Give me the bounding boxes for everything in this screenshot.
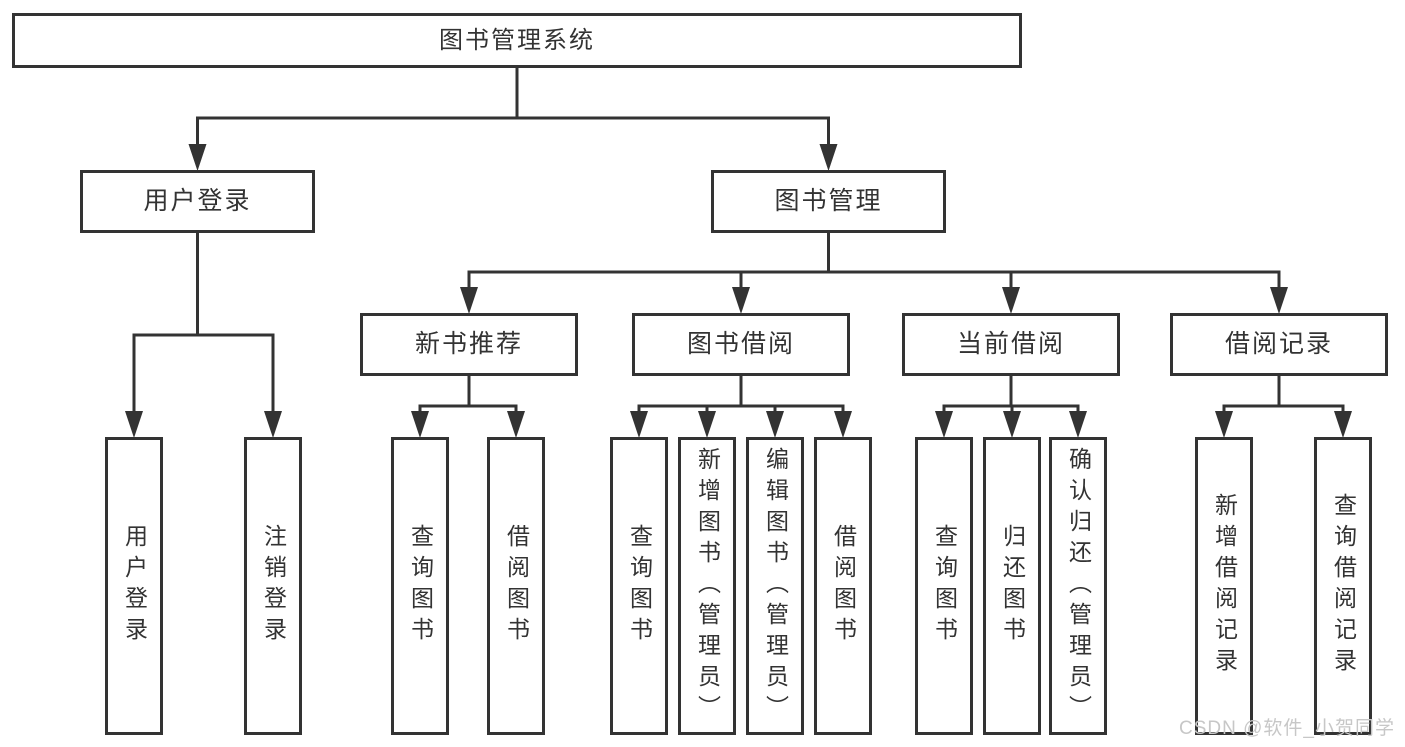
- node-rec-query-books: 查询图书: [391, 437, 449, 735]
- node-label-borrow-edit-books: 编辑图书（管理员）: [762, 446, 789, 726]
- node-new-book-rec: 新书推荐: [360, 313, 578, 376]
- connector-book-borrow: [630, 374, 852, 438]
- watermark-text: CSDN @软件_小贺同学: [1179, 718, 1395, 739]
- node-label-borrow-records: 借阅记录: [1224, 330, 1333, 358]
- node-label-current-borrow: 当前借阅: [956, 330, 1065, 358]
- node-label-current-query-books: 查询图书: [931, 524, 958, 648]
- arrowhead-down-icon: [264, 411, 282, 438]
- node-rec-borrow-books: 借阅图书: [487, 437, 545, 735]
- node-label-login: 用户登录: [121, 524, 148, 648]
- arrowhead-down-icon: [766, 411, 784, 438]
- arrowhead-down-icon: [1215, 411, 1233, 438]
- node-current-query-books: 查询图书: [915, 437, 973, 735]
- node-label-logout: 注销登录: [260, 524, 287, 648]
- node-label-rec-borrow-books: 借阅图书: [503, 524, 530, 648]
- node-current-confirm-return: 确认归还（管理员）: [1049, 437, 1107, 735]
- arrowhead-down-icon: [732, 287, 750, 314]
- connector-book-mgmt: [460, 231, 1288, 314]
- node-label-current-confirm-return: 确认归还（管理员）: [1065, 446, 1092, 726]
- node-label-current-return-books: 归还图书: [999, 524, 1026, 648]
- node-label-user-login: 用户登录: [143, 187, 252, 215]
- node-borrow-edit-books: 编辑图书（管理员）: [746, 437, 804, 735]
- arrowhead-down-icon: [834, 411, 852, 438]
- node-label-records-add-record: 新增借阅记录: [1211, 493, 1238, 679]
- arrowhead-down-icon: [188, 144, 207, 171]
- connector-borrow-records: [1215, 374, 1352, 438]
- arrowhead-down-icon: [411, 411, 429, 438]
- node-book-borrow: 图书借阅: [632, 313, 850, 376]
- arrowhead-down-icon: [125, 411, 143, 438]
- connector-user-login: [125, 231, 282, 438]
- node-label-records-query-record: 查询借阅记录: [1330, 493, 1357, 679]
- node-label-new-book-rec: 新书推荐: [414, 330, 523, 358]
- node-borrow-records: 借阅记录: [1170, 313, 1388, 376]
- arrowhead-down-icon: [1270, 287, 1288, 314]
- node-label-book-borrow: 图书借阅: [686, 330, 795, 358]
- node-borrow-borrow-books: 借阅图书: [814, 437, 872, 735]
- node-label-root: 图书管理系统: [439, 26, 595, 54]
- arrowhead-down-icon: [819, 144, 838, 171]
- node-current-return-books: 归还图书: [983, 437, 1041, 735]
- connector-current-borrow: [935, 374, 1087, 438]
- arrowhead-down-icon: [698, 411, 716, 438]
- node-book-mgmt: 图书管理: [711, 170, 946, 233]
- connector-new-book-rec: [411, 374, 525, 438]
- node-borrow-query-books: 查询图书: [610, 437, 668, 735]
- arrowhead-down-icon: [935, 411, 953, 438]
- node-label-borrow-borrow-books: 借阅图书: [830, 524, 857, 648]
- arrowhead-down-icon: [630, 411, 648, 438]
- node-label-rec-query-books: 查询图书: [407, 524, 434, 648]
- node-borrow-add-books: 新增图书（管理员）: [678, 437, 736, 735]
- arrowhead-down-icon: [1069, 411, 1087, 438]
- node-records-add-record: 新增借阅记录: [1195, 437, 1253, 735]
- node-logout: 注销登录: [244, 437, 302, 735]
- connector-root: [188, 66, 838, 171]
- arrowhead-down-icon: [1334, 411, 1352, 438]
- node-label-borrow-query-books: 查询图书: [626, 524, 653, 648]
- node-label-borrow-add-books: 新增图书（管理员）: [694, 446, 721, 726]
- node-records-query-record: 查询借阅记录: [1314, 437, 1372, 735]
- node-label-book-mgmt: 图书管理: [774, 187, 883, 215]
- arrowhead-down-icon: [1002, 287, 1020, 314]
- arrowhead-down-icon: [460, 287, 478, 314]
- node-user-login: 用户登录: [80, 170, 315, 233]
- arrowhead-down-icon: [507, 411, 525, 438]
- node-current-borrow: 当前借阅: [902, 313, 1120, 376]
- node-login: 用户登录: [105, 437, 163, 735]
- arrowhead-down-icon: [1003, 411, 1021, 438]
- node-root: 图书管理系统: [12, 13, 1022, 68]
